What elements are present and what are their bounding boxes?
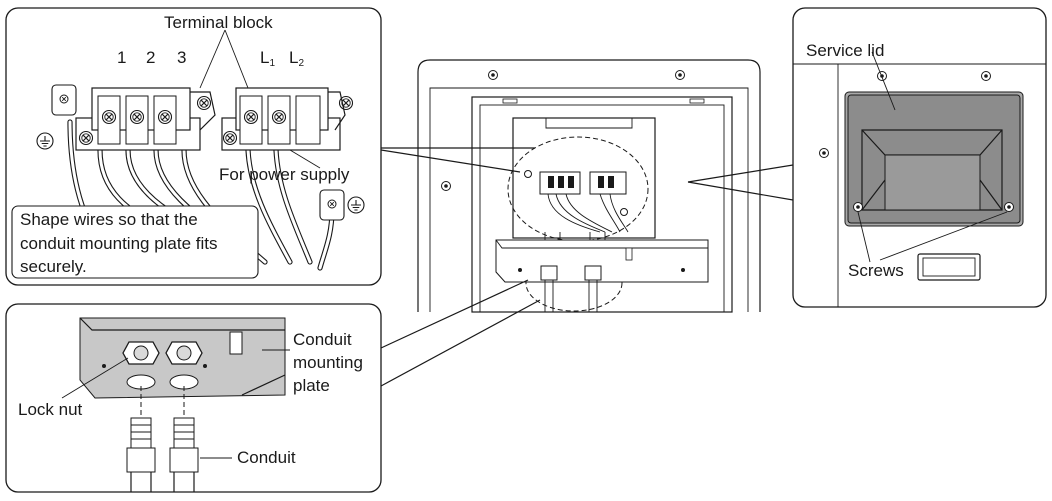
screw-icon [853, 202, 863, 212]
terminal-block-l1l2 [221, 87, 354, 151]
ground-lug-right [319, 189, 345, 221]
screw-icon [196, 95, 212, 111]
conduit-right [169, 417, 199, 492]
terminal-l1-label: L1 [260, 48, 275, 69]
service-lid-panel: Service lid Screws [792, 7, 1047, 308]
terminal-3-label: 3 [177, 48, 186, 67]
screw-icon [327, 199, 337, 209]
conduit-plate-label-1: Conduit [293, 330, 352, 349]
unit-conduit-plate [495, 239, 709, 283]
lock-nut-label: Lock nut [18, 400, 83, 419]
screw-icon [981, 71, 991, 81]
svg-text:securely.: securely. [20, 257, 87, 276]
terminal-block-123 [75, 87, 216, 151]
screw-icon [243, 109, 259, 125]
screw-icon [271, 109, 287, 125]
ground-symbol-icon [36, 132, 54, 150]
ground-symbol-icon [347, 196, 365, 214]
ground-lug-left [51, 84, 77, 116]
conduit-plate-label-3: plate [293, 376, 330, 395]
conduit-plate-panel: Lock nut Conduit Conduit mounting plate [5, 303, 382, 493]
lock-nut-icon [165, 341, 203, 365]
shape-wires-note: Shape wires so that the conduit mounting… [11, 205, 259, 279]
terminal-2-label: 2 [146, 48, 155, 67]
service-lid [844, 91, 1024, 227]
power-supply-label: For power supply [219, 165, 350, 184]
terminal-block-panel: Terminal block 1 2 3 L1 L2 For power sup… [5, 7, 382, 286]
terminal-l2-label: L2 [289, 48, 304, 69]
screw-icon [441, 181, 451, 191]
screw-icon [222, 130, 238, 146]
screw-icon [157, 109, 173, 125]
svg-text:conduit mounting plate fits: conduit mounting plate fits [20, 234, 218, 253]
screw-icon [819, 148, 829, 158]
screw-icon [78, 130, 94, 146]
screw-icon [488, 70, 498, 80]
terminal-block-label: Terminal block [164, 13, 273, 32]
screws-label: Screws [848, 261, 904, 280]
lock-nut-icon [122, 341, 160, 365]
unit-illustration [417, 59, 761, 313]
conduit-label: Conduit [237, 448, 296, 467]
svg-text:Shape wires so that the: Shape wires so that the [20, 210, 198, 229]
screw-icon [59, 94, 69, 104]
mini-terminal-blocks [539, 171, 627, 195]
screw-icon [101, 109, 117, 125]
screw-icon [129, 109, 145, 125]
conduit-left [126, 417, 156, 492]
screw-icon [675, 70, 685, 80]
terminal-1-label: 1 [117, 48, 126, 67]
conduit-plate-label-2: mounting [293, 353, 363, 372]
service-lid-label: Service lid [806, 41, 884, 60]
screw-icon [1004, 202, 1014, 212]
